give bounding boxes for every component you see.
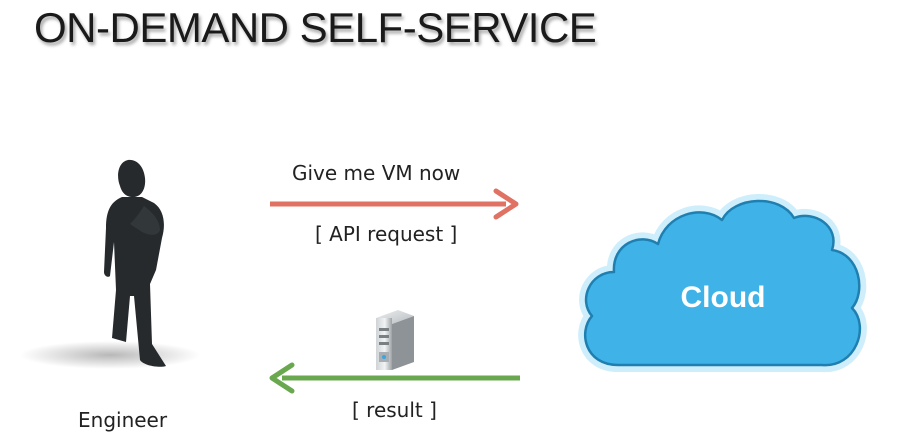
cloud-label: Cloud — [680, 281, 766, 314]
engineer-label: Engineer — [78, 408, 168, 432]
server-icon — [376, 310, 414, 370]
request-sublabel: [ API request ] — [315, 222, 458, 246]
result-arrow — [269, 362, 520, 394]
cloud-icon — [578, 194, 867, 373]
page-title: ON-DEMAND SELF-SERVICE — [34, 4, 597, 51]
result-label: [ result ] — [352, 398, 437, 422]
person-silhouette-icon — [20, 159, 200, 369]
request-arrow — [270, 188, 519, 220]
request-label: Give me VM now — [292, 161, 461, 185]
